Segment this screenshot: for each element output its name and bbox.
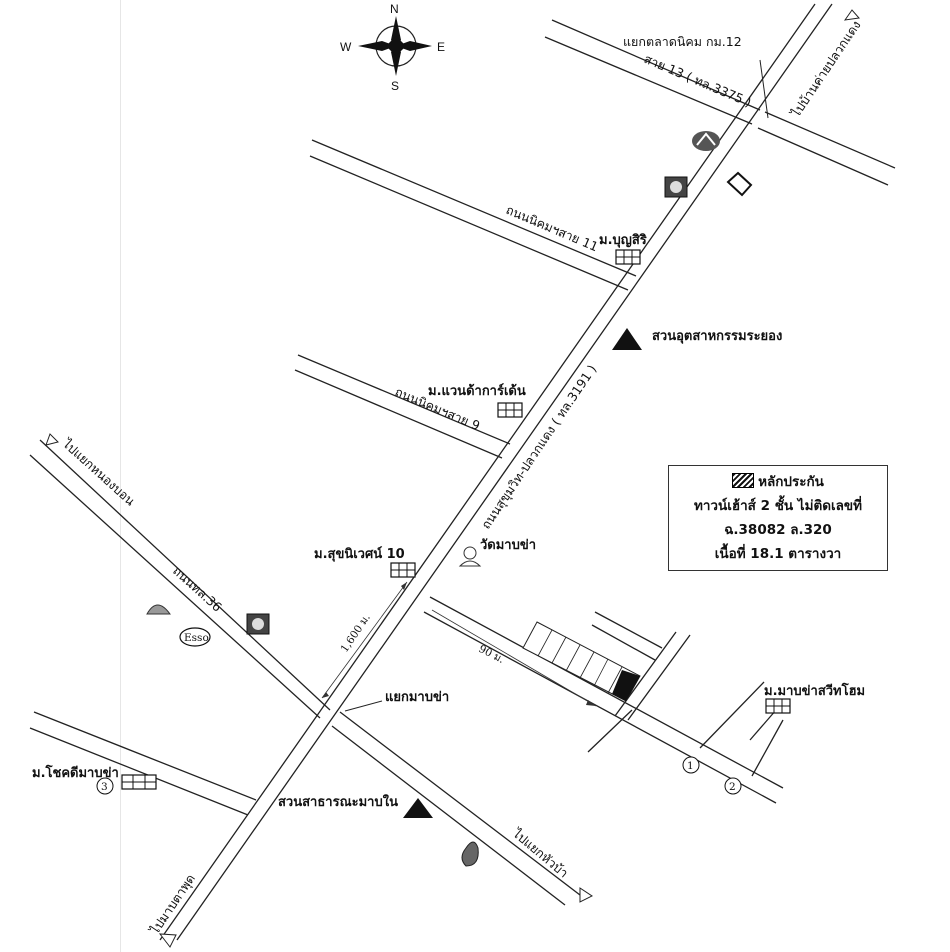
- label-to-nong-bon: ไปแยกหนองบอน: [59, 435, 138, 508]
- temple-icon: [458, 546, 482, 567]
- legend-line1: ทาวน์เฮ้าส์ 2 ชั้น ไม่ติดเลขที่: [693, 498, 863, 514]
- road-36: [29, 439, 331, 719]
- legend-line3: เนื้อที่ 18.1 ตารางวา: [714, 546, 842, 562]
- shell-logo-icon: [146, 604, 171, 615]
- label-wat-map-cha: วัดมาบข่า: [480, 538, 536, 553]
- legend-line2: ฉ.38082 ล.320: [724, 522, 832, 538]
- village-building-icon: [765, 698, 791, 714]
- compass-e: E: [437, 40, 445, 54]
- arrow-icon: [45, 433, 59, 446]
- soi-collateral: [423, 596, 784, 804]
- shrine-icon: [461, 841, 479, 867]
- legend-title-row: หลักประกัน: [669, 470, 887, 494]
- dimension-1600: [321, 581, 408, 699]
- industrial-park-icon: [612, 328, 642, 350]
- page-margin-line: [120, 0, 121, 952]
- marker-3: 3: [101, 781, 108, 793]
- label-mu-suchaniwet: ม.สุขนิเวศน์ 10: [314, 546, 405, 562]
- esso-text: Esso: [184, 632, 209, 644]
- compass-s: S: [391, 79, 399, 93]
- junction-pointer-top: [759, 59, 769, 119]
- village-building-icon: [121, 774, 157, 790]
- village-building-icon: [390, 562, 416, 578]
- legend-box: หลักประกัน ทาวน์เฮ้าส์ 2 ชั้น ไม่ติดเลขท…: [668, 465, 888, 571]
- label-mu-boonsiri: ม.บุญสิริ: [599, 233, 647, 248]
- village-building-icon: [497, 402, 523, 418]
- village-building-icon: [615, 249, 641, 265]
- dimension-90: [431, 609, 597, 707]
- label-to-ban-khai: ไปบ้านค่ายปลวกแดง: [787, 18, 863, 121]
- company-logo-icon: [692, 131, 720, 151]
- label-mu-wanda: ม.แวนด้าการ์เด้น: [428, 383, 526, 399]
- label-mu-map-cha-sweet: ม.มาบข่าสวีทโฮม: [764, 682, 865, 699]
- label-mu-chokdee: ม.โชคดีมาบข่า: [32, 764, 119, 781]
- arrow-icon: [579, 887, 593, 903]
- label-junction-nikhom: แยกตลาดนิคม กม.12: [623, 34, 742, 49]
- esso-logo-icon: [179, 627, 211, 647]
- collateral-block: [612, 670, 640, 701]
- road-to-hupma: [331, 711, 581, 906]
- label-junction-map-cha: แยกมาบข่า: [385, 690, 449, 705]
- road-13: [544, 19, 896, 186]
- label-to-hupma: ไปแยกหัวบ้า: [509, 825, 571, 880]
- park-icon: [403, 798, 433, 818]
- road-nikhom-11: [309, 139, 637, 291]
- marker-circle: [96, 777, 114, 795]
- compass-rose-icon: [358, 16, 432, 76]
- marker-2: 2: [729, 781, 736, 793]
- legend-title: หลักประกัน: [758, 474, 824, 490]
- label-road-nikhom-11: ถนนนิคมฯสาย 11: [504, 202, 601, 254]
- collateral-swatch: [732, 473, 755, 488]
- marker-1: 1: [687, 760, 694, 772]
- shop-icon: [726, 171, 753, 197]
- label-park-public: สวนสาธารณะมาบใน: [278, 793, 398, 810]
- label-dist-90: 90 ม.: [477, 643, 506, 666]
- marker-circle: [682, 756, 700, 774]
- label-dist-1600: 1,600 ม.: [339, 612, 373, 655]
- gas-station-icon: [246, 613, 270, 635]
- junction-pointer-mapcha: [344, 700, 383, 712]
- label-to-map-ta-phut: ไปมาบตาพุด: [146, 871, 198, 938]
- road-nikhom-9: [294, 354, 511, 459]
- arrow-icon: [843, 9, 860, 21]
- road-chokdee: [29, 711, 257, 816]
- compass-n: N: [390, 2, 399, 16]
- compass-w: W: [340, 40, 352, 54]
- gas-station-icon: [664, 176, 688, 198]
- arrow-icon: [158, 933, 177, 948]
- sukhumvit-road: [159, 3, 833, 941]
- label-industrial-park: สวนอุตสาหกรรมระยอง: [652, 329, 782, 344]
- marker-circle: [724, 777, 742, 795]
